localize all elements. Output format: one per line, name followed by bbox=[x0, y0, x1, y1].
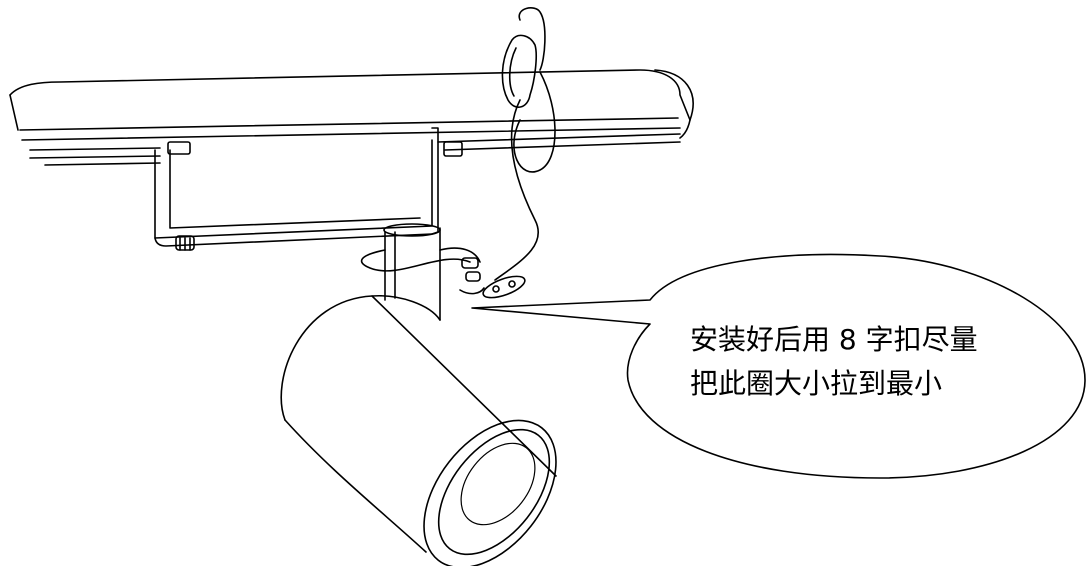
safety-cable bbox=[360, 7, 556, 299]
callout-text: 安装好后用 8 字扣尽量 把此圈大小拉到最小 bbox=[690, 318, 1030, 406]
callout-line-1: 安装好后用 8 字扣尽量 bbox=[690, 323, 978, 356]
lamp-cylinder bbox=[280, 295, 557, 566]
track-rail bbox=[9, 69, 694, 166]
callout-bubble bbox=[471, 253, 1086, 479]
callout-line-2: 把此圈大小拉到最小 bbox=[690, 367, 943, 400]
stem bbox=[383, 223, 441, 321]
adapter-bracket bbox=[154, 127, 463, 251]
